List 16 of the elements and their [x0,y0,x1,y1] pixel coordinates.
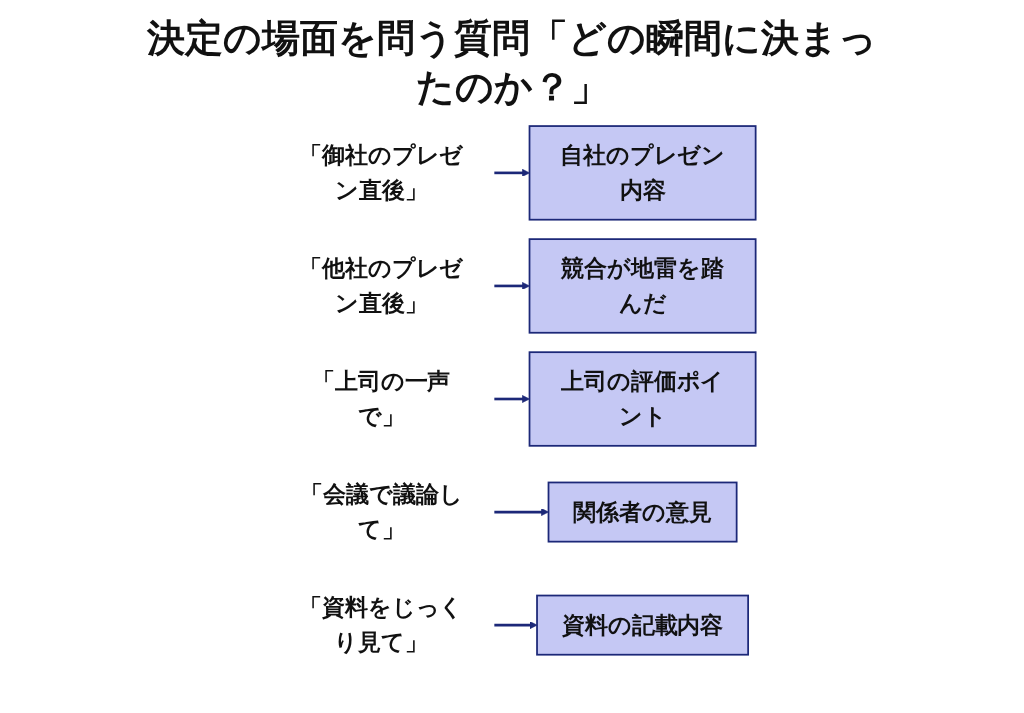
title: 決定の場面を問う質問「どの瞬間に決まったのか？」 [146,15,878,112]
node-text: 「会議で議論して」 [300,480,463,542]
node-box: 資料の記載内容 [536,594,750,656]
node-box: 上司の評価ポイント [528,351,757,447]
node-text: 「資料をじっくり見て」 [299,593,464,655]
arrow [494,621,538,629]
node-box: 競合が地雷を踏んだ [528,238,757,334]
node-text: 「御社のプレゼン直後」 [299,141,464,203]
arrow [494,507,549,516]
arrow [494,394,530,403]
arrow [494,281,530,290]
node-box: 自社のプレゼン内容 [528,124,757,221]
node-box: 関係者の意見 [547,481,738,543]
arrow [494,168,530,177]
node-text: 「上司の一声で」 [311,367,451,429]
node-text: 「他社のプレゼン直後」 [299,254,464,316]
